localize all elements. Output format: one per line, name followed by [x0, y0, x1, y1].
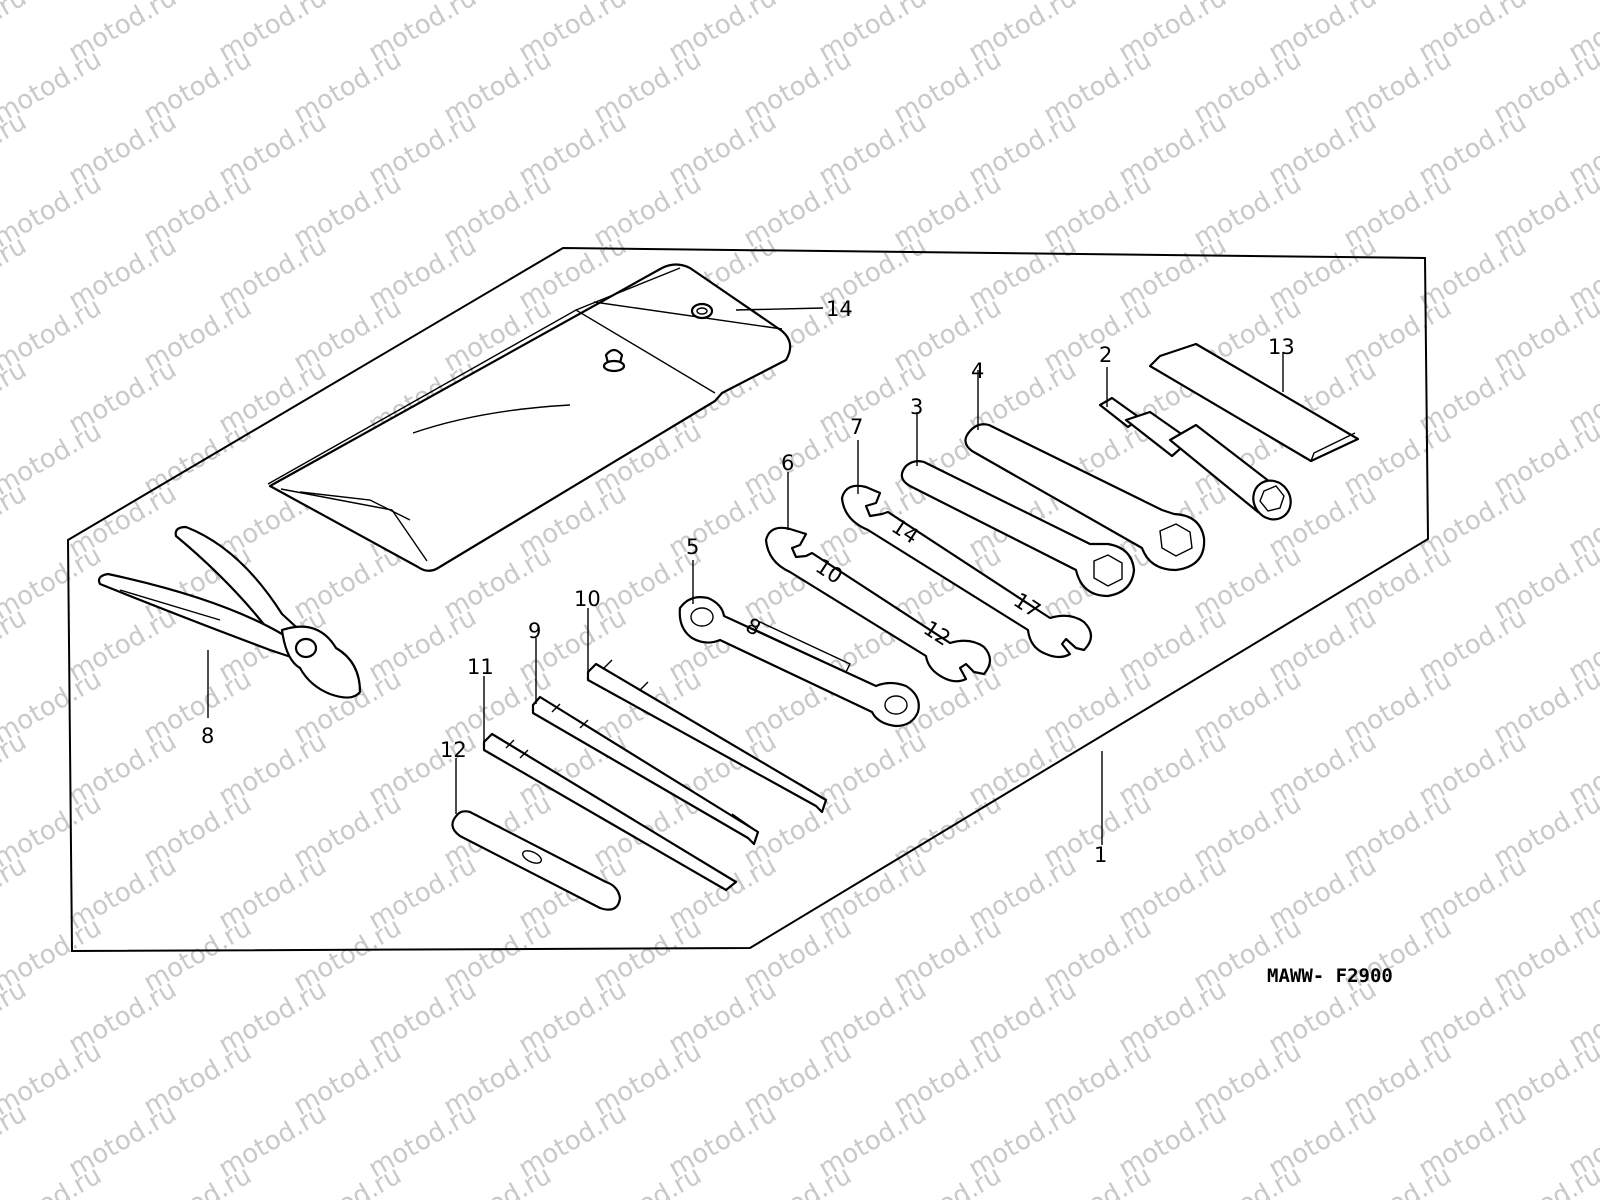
watermark-text: motod.ru	[139, 1160, 257, 1200]
watermark-text: motod.ru	[0, 1098, 32, 1184]
callout-6: 6	[781, 451, 794, 475]
watermark-text: motod.ru	[0, 0, 32, 68]
callout-12: 12	[440, 738, 467, 762]
leader-lines	[207, 307, 1284, 845]
callout-2: 2	[1099, 343, 1112, 367]
screwdriver-10-drawing	[586, 659, 828, 814]
screwdriver-handle-11-drawing	[482, 732, 738, 892]
callout-5: 5	[686, 535, 699, 559]
watermark-text: motod.ru	[589, 1160, 707, 1200]
pliers-drawing	[97, 525, 362, 699]
watermark-text: motod.ru	[439, 1160, 557, 1200]
spark-plug-wrench-drawing	[1098, 396, 1292, 521]
ring-wrench-4-drawing	[964, 423, 1206, 572]
callout-4: 4	[971, 359, 984, 383]
drawing-code: MAWW- F2900	[1267, 965, 1393, 987]
watermark-text: motod.ru	[0, 602, 32, 688]
kit-boundary-outline	[66, 246, 1430, 953]
callout-labels: 14 13 2 4 3 7 6 5 10 9 11 12 8 1	[201, 297, 1295, 867]
callout-11: 11	[467, 655, 494, 679]
watermark-text: motod.ru	[0, 850, 32, 936]
watermark-text: motod.ru	[1489, 1160, 1600, 1200]
callout-7: 7	[850, 415, 863, 439]
watermark-text: motod.ru	[739, 1160, 857, 1200]
callout-14: 14	[826, 297, 853, 321]
watermark-text: motod.ru	[1039, 1160, 1157, 1200]
watermark-text: motod.ru	[0, 478, 32, 564]
watermark-text: motod.ru	[0, 1160, 107, 1200]
watermark-text: motod.ru	[289, 1160, 407, 1200]
callout-13: 13	[1268, 335, 1295, 359]
watermark-text: motod.ru	[1189, 1160, 1307, 1200]
watermark-text: motod.ru	[0, 974, 32, 1060]
tire-lever-12-drawing	[451, 810, 622, 911]
flat-bar-drawing	[1148, 342, 1360, 463]
watermark-text: motod.ru	[0, 726, 32, 812]
callout-8: 8	[201, 724, 214, 748]
callout-10: 10	[574, 587, 601, 611]
hex-wrench-3-drawing	[900, 460, 1136, 598]
watermark-text: motod.ru	[0, 230, 32, 316]
watermark-text: motod.ru	[0, 106, 32, 192]
callout-1: 1	[1094, 843, 1107, 867]
screwdriver-9-drawing	[531, 695, 760, 846]
callout-9: 9	[528, 619, 541, 643]
tool-bag-drawing	[267, 263, 792, 572]
ratchet-wrench-drawing: 8	[678, 596, 920, 728]
watermark-text: motod.ru	[1339, 1160, 1457, 1200]
callout-3: 3	[910, 395, 923, 419]
watermark-text: motod.ru	[889, 1160, 1007, 1200]
watermark-text: motod.ru	[0, 354, 32, 440]
